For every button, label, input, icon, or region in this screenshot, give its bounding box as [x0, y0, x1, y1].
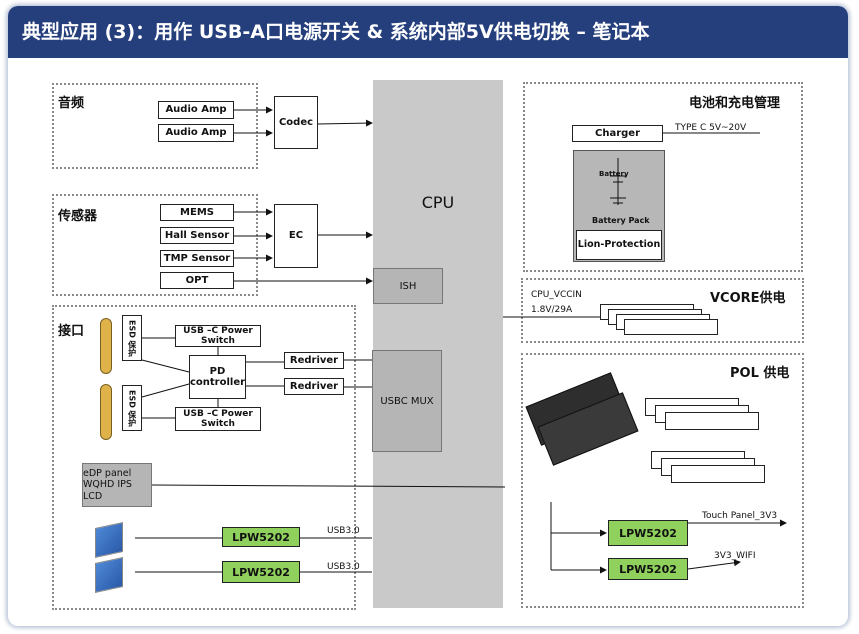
- opt-block: OPT: [160, 272, 234, 289]
- lion-protection-block: Lion-Protection: [576, 230, 662, 260]
- ish-block: ISH: [373, 268, 443, 304]
- edp-panel-block: eDP panel WQHD IPS LCD: [82, 463, 152, 507]
- vcore-label: VCORE供电: [710, 291, 786, 306]
- hall-sensor-block: Hall Sensor: [160, 227, 234, 244]
- esd-protection-1: ESD 保护: [122, 315, 142, 361]
- vcore-section: [521, 278, 804, 343]
- typec-label: TYPE C 5V~20V: [675, 123, 747, 133]
- redriver-2: Redriver: [284, 378, 344, 395]
- cpu-block: [373, 80, 503, 608]
- wifi-3v3-label: 3V3_WIFI: [714, 551, 756, 561]
- cpu-label: CPU: [421, 193, 455, 212]
- mems-block: MEMS: [160, 204, 234, 221]
- vcore-phase-4: [624, 319, 718, 335]
- cpu-vccin-label: CPU_VCCIN: [531, 290, 582, 300]
- pol-label: POL 供电: [730, 366, 790, 381]
- charger-block: Charger: [572, 125, 663, 142]
- battery-label-text: Battery: [599, 170, 629, 178]
- usb-c-power-switch-1: USB –C Power Switch: [175, 325, 261, 347]
- usb30-label-1: USB3.0: [327, 526, 360, 536]
- pol-section: [521, 353, 804, 608]
- esd-protection-2: ESD 保护: [122, 385, 142, 431]
- usbc-mux-block: USBC MUX: [372, 350, 442, 452]
- redriver-1: Redriver: [284, 352, 344, 369]
- audio-section: [52, 83, 258, 169]
- usb-c-port-2-icon: [100, 384, 112, 440]
- battery-label: 电池和充电管理: [689, 96, 781, 111]
- lpw5202-usb-2: LPW5202: [222, 561, 300, 583]
- ec-block: EC: [274, 204, 318, 268]
- lpw5202-usb-1: LPW5202: [222, 527, 300, 547]
- tmp-sensor-block: TMP Sensor: [160, 250, 234, 267]
- pol-rail-b3: [671, 465, 765, 483]
- audio-label: 音频: [58, 96, 85, 111]
- touch-panel-label: Touch Panel_3V3: [702, 511, 778, 521]
- codec-block: Codec: [274, 96, 318, 149]
- pd-controller: PD controller: [189, 355, 246, 399]
- audio-amp-1: Audio Amp: [158, 101, 234, 119]
- lpw5202-pol-2: LPW5202: [608, 558, 688, 580]
- battery-section: [523, 82, 803, 272]
- usb30-label-2: USB3.0: [327, 562, 360, 572]
- usb-c-port-1-icon: [100, 318, 112, 374]
- page-title: 典型应用 (3)：用作 USB-A口电源开关 & 系统内部5V供电切换 – 笔记…: [8, 6, 848, 58]
- sensor-label: 传感器: [58, 209, 98, 224]
- pol-rail-a3: [665, 412, 759, 430]
- interface-label: 接口: [58, 324, 85, 339]
- sensor-section: [52, 194, 258, 296]
- audio-amp-2: Audio Amp: [158, 124, 234, 142]
- usb-c-power-switch-2: USB –C Power Switch: [175, 407, 261, 431]
- battery-pack-label: Battery Pack: [592, 216, 650, 225]
- interface-section: [52, 305, 356, 610]
- vcore-spec-label: 1.8V/29A: [531, 305, 573, 315]
- lpw5202-pol-1: LPW5202: [608, 520, 688, 546]
